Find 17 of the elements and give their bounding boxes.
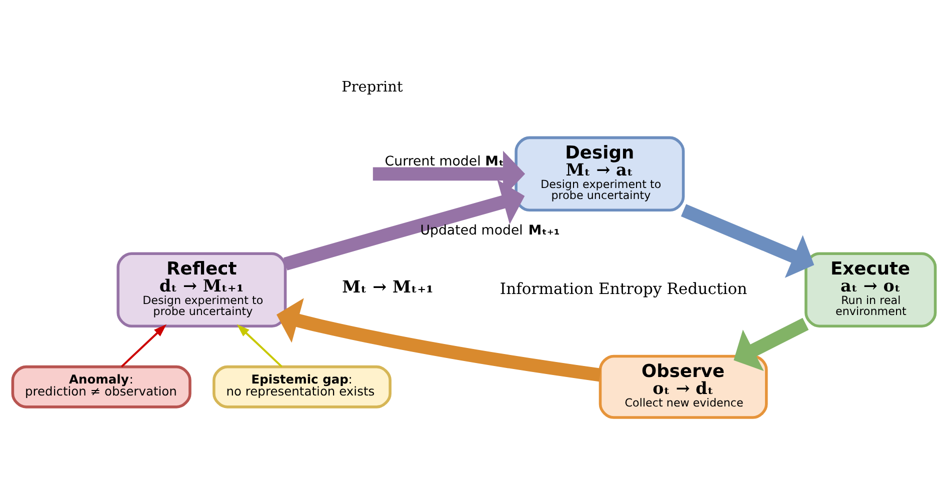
- arrow: [680, 204, 814, 278]
- label: Preprint: [342, 79, 403, 96]
- node-box: Design Mₜ → aₜ Design experiment to probe uncertainty: [514, 136, 685, 212]
- arrow: [236, 324, 282, 368]
- arrow: [120, 324, 167, 368]
- label: Information Entropy Reduction: [500, 280, 748, 298]
- arrow: [276, 298, 601, 382]
- node-box: Execute aₜ → oₜ Run in real environment: [804, 252, 937, 328]
- edge-label: Current model Mₜ: [384, 154, 504, 170]
- arrow: [734, 318, 809, 371]
- arrow: [284, 180, 525, 270]
- edge-label: Updated model Mₜ₊₁: [420, 223, 560, 238]
- node-box: Epistemic gap: no representation exists: [212, 365, 392, 408]
- label: Mₜ → Mₜ₊₁: [342, 276, 434, 297]
- node-box: Reflect dₜ → Mₜ₊₁ Design experiment to probe uncertainty: [116, 252, 287, 328]
- node-box: Observe oₜ → dₜ Collect new evidence: [598, 354, 768, 419]
- node-box: Anomaly: prediction ≠ observation: [11, 365, 192, 408]
